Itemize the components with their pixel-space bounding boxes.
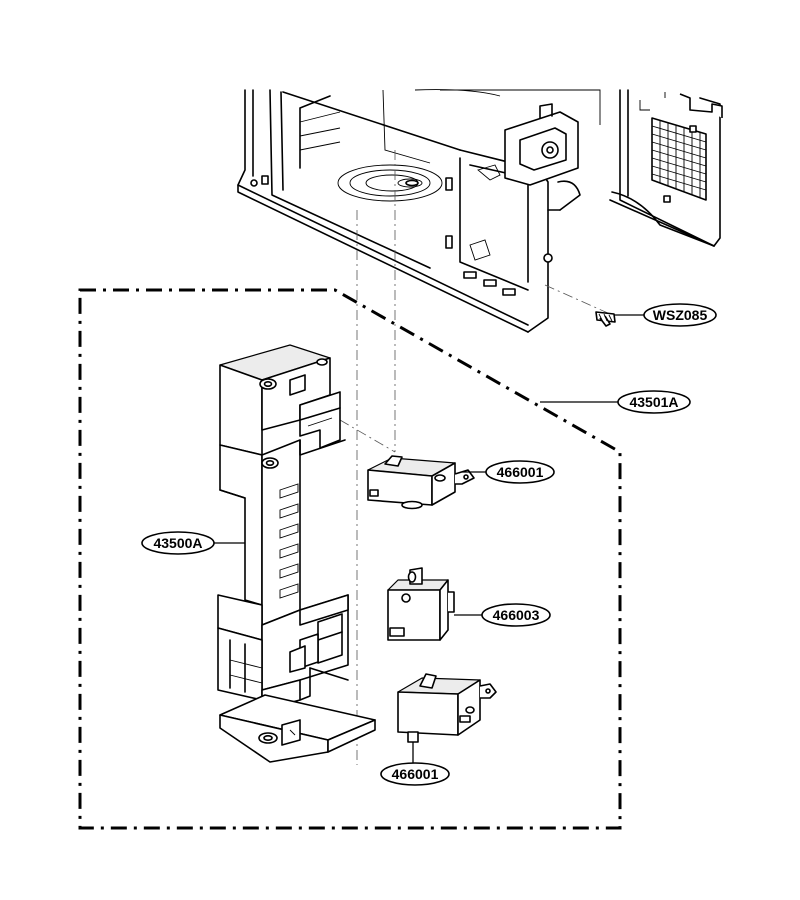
callout-screw: WSZ085 [614, 303, 717, 327]
callout-frame-group: 43501A [540, 390, 691, 414]
assembly-guides [339, 150, 611, 765]
callout-latch-board: 43500A [141, 531, 245, 555]
callout-switch-lower-label: 466001 [392, 766, 439, 782]
callout-screw-label: WSZ085 [653, 307, 708, 323]
callout-switch-upper: 466001 [462, 460, 555, 484]
oven-cavity [237, 89, 723, 333]
callout-latch-board-label: 43500A [153, 535, 202, 551]
callout-switch-lower: 466001 [380, 742, 450, 786]
latch-ribs [279, 483, 299, 599]
micro-switch-lower [397, 673, 497, 743]
callout-switch-upper-label: 466001 [497, 464, 544, 480]
micro-switch-middle [387, 567, 455, 641]
vent-grille [651, 121, 707, 198]
micro-switch-upper [367, 455, 475, 510]
screw-part [595, 311, 616, 327]
callout-switch-middle: 466003 [454, 603, 551, 627]
callout-switch-middle-label: 466003 [493, 607, 540, 623]
door-latch-board [217, 344, 376, 763]
callout-frame-group-label: 43501A [629, 394, 678, 410]
group-boundary [78, 288, 622, 830]
